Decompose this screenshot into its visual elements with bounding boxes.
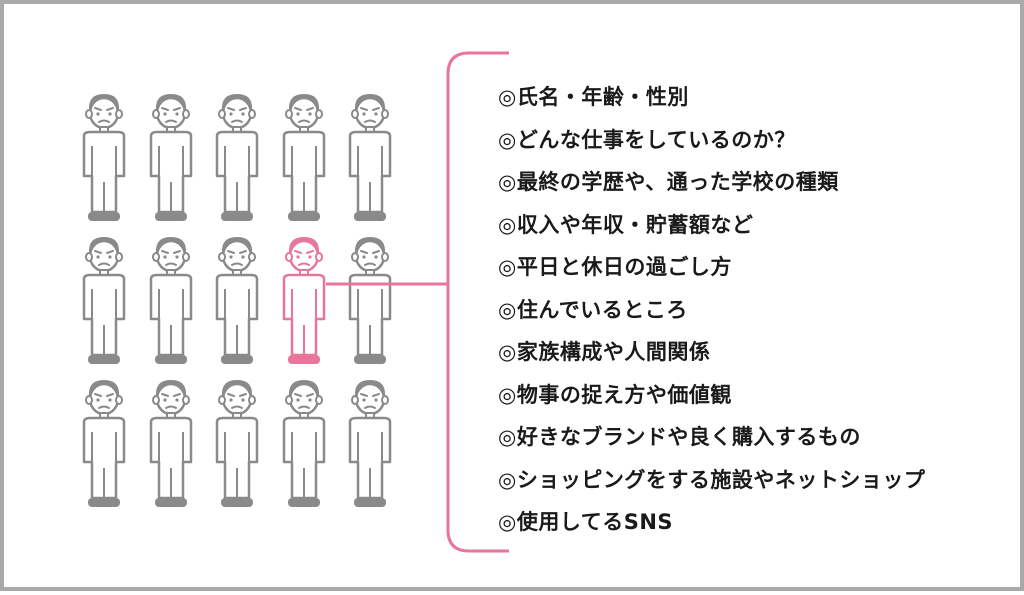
- attribute-item: ◎家族構成や人間関係: [498, 340, 711, 364]
- person-icon: [276, 376, 332, 510]
- person-icon: [276, 90, 332, 224]
- person-icon: [76, 233, 132, 367]
- attribute-item: ◎住んでいるところ: [498, 297, 688, 322]
- person-icon: [76, 376, 132, 510]
- highlighted-person-icon: [276, 233, 332, 367]
- attribute-item: ◎使用してるSNS: [498, 510, 674, 534]
- attribute-item: ◎物事の捉え方や価値観: [498, 382, 732, 407]
- attribute-item: ◎どんな仕事をしているのか？: [498, 127, 796, 152]
- person-icon: [76, 90, 132, 224]
- person-icon: [209, 90, 265, 224]
- person-icon: [342, 90, 398, 224]
- person-icon: [209, 233, 265, 367]
- person-icon: [143, 90, 199, 224]
- people-grid: [76, 90, 406, 510]
- attribute-item: ◎平日と休日の過ごし方: [498, 255, 732, 279]
- person-icon: [342, 376, 398, 510]
- attribute-item: ◎収入や年収・貯蓄額など: [498, 212, 754, 237]
- attribute-list: ◎氏名・年齢・性別 ◎どんな仕事をしているのか？ ◎最終の学歴や、通った学校の種…: [498, 76, 925, 544]
- person-icon: [342, 233, 398, 367]
- attribute-item: ◎氏名・年齢・性別: [498, 85, 689, 109]
- attribute-item: ◎好きなブランドや良く購入するもの: [498, 425, 861, 449]
- person-icon: [209, 376, 265, 510]
- attribute-item: ◎最終の学歴や、通った学校の種類: [498, 170, 839, 194]
- person-icon: [143, 233, 199, 367]
- person-icon: [143, 376, 199, 510]
- attribute-item: ◎ショッピングをする施設やネットショップ: [498, 467, 926, 492]
